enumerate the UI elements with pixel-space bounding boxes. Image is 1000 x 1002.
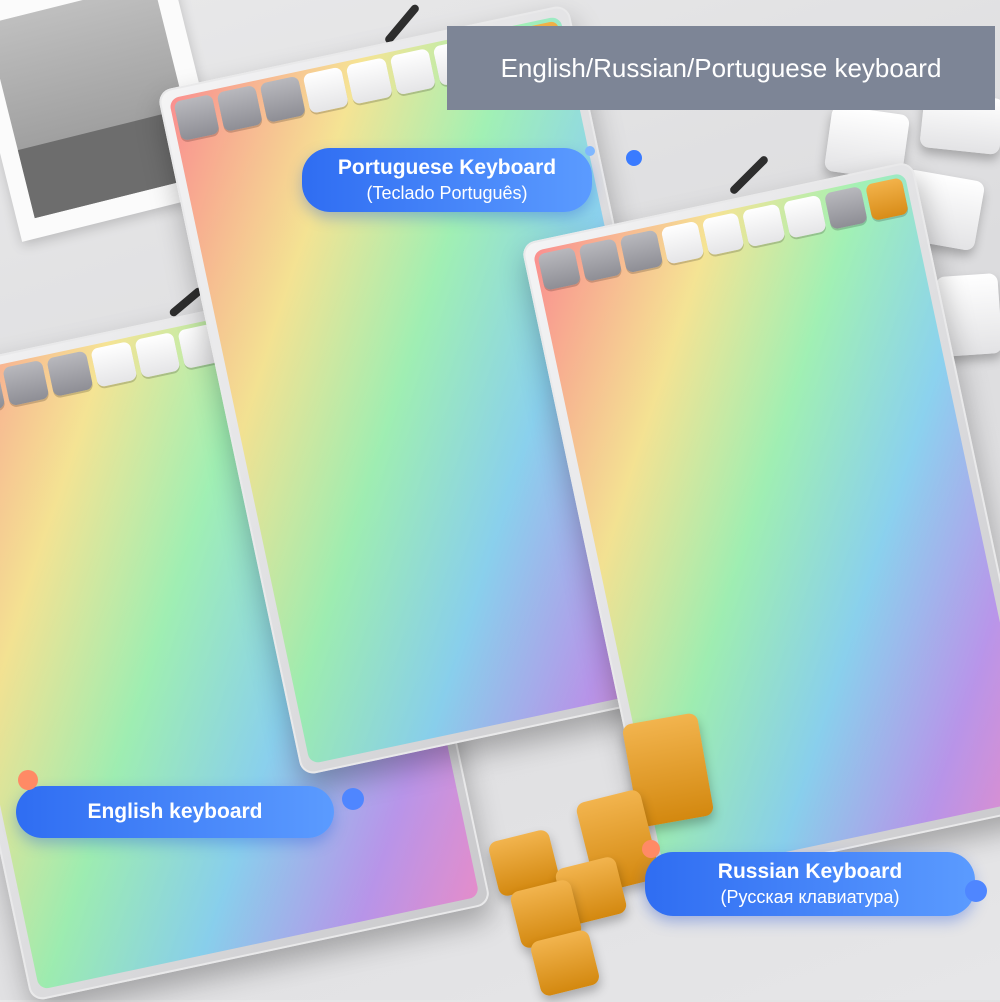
banner-title: English/Russian/Portuguese keyboard	[500, 52, 942, 83]
english-keyboard-label: English keyboard	[16, 786, 334, 838]
decor-dot	[342, 788, 364, 810]
decor-dot	[585, 146, 595, 156]
keyboard-russian	[520, 160, 1000, 890]
russian-keyboard-label: Russian Keyboard (Русская клавиатура)	[645, 852, 975, 916]
portuguese-keyboard-label: Portuguese Keyboard (Teclado Português)	[302, 148, 592, 212]
decor-dot	[626, 150, 642, 166]
decor-dot	[642, 840, 660, 858]
russian-label-subtitle: (Русская клавиатура)	[720, 887, 900, 907]
portuguese-label-subtitle: (Teclado Português)	[366, 183, 528, 203]
decor-dot	[18, 770, 38, 790]
decor-dot	[965, 880, 987, 902]
english-label-title: English keyboard	[87, 800, 263, 823]
title-banner: English/Russian/Portuguese keyboard	[447, 26, 995, 110]
usb-cable-icon	[728, 154, 770, 196]
russian-label-title: Russian Keyboard	[717, 860, 903, 883]
portuguese-label-title: Portuguese Keyboard	[337, 156, 557, 179]
